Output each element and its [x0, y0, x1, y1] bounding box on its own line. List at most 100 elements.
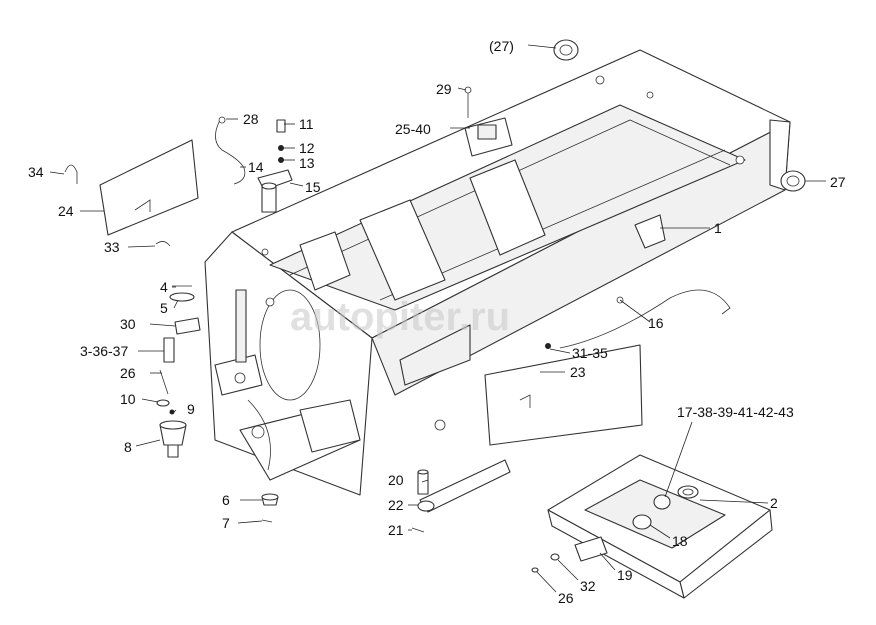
washer-12	[278, 145, 284, 151]
front-opening	[259, 289, 321, 401]
panel-slot	[519, 394, 531, 408]
callout-10: 10	[120, 391, 136, 407]
callout-31-35: 31-35	[572, 345, 608, 361]
rod-26	[159, 369, 169, 395]
callout-16: 16	[648, 315, 664, 331]
plate-30	[174, 317, 201, 335]
washer-10	[156, 399, 170, 407]
callout-7: 7	[222, 515, 230, 531]
harness-28	[215, 119, 246, 185]
pin-21	[411, 527, 425, 533]
pin-3	[163, 337, 175, 363]
callout-22: 22	[388, 497, 404, 513]
hydraulic-line	[247, 399, 271, 471]
tube-16	[559, 289, 731, 349]
block-19	[574, 536, 608, 562]
cross-member-2	[469, 159, 546, 256]
swing-frame	[547, 454, 773, 599]
callout-6: 6	[222, 492, 230, 508]
frame-hole	[646, 91, 654, 99]
callout-8: 8	[124, 439, 132, 455]
panel-23	[484, 344, 643, 446]
pin-20	[417, 471, 429, 495]
ball-9	[169, 409, 175, 415]
callout-labels: (27) 27 29 25-40 1 28 11 12 13 14 15 34 …	[28, 38, 846, 606]
cross-member-1	[359, 199, 446, 301]
callout-27: 27	[830, 174, 846, 190]
callout-26-left: 26	[120, 365, 136, 381]
pad-6-top	[261, 493, 279, 501]
line-fitting	[251, 425, 265, 439]
callout-27-parenthesized: (27)	[489, 38, 514, 54]
clip-34	[64, 164, 78, 184]
callout-33: 33	[104, 239, 120, 255]
eye-22	[417, 500, 435, 512]
callout-9: 9	[187, 401, 195, 417]
washer-32	[550, 553, 560, 561]
sleeve-15	[261, 185, 277, 213]
main-frame	[204, 49, 791, 496]
callout-21: 21	[388, 522, 404, 538]
callout-19: 19	[617, 567, 633, 583]
seal-27-upper-bore	[559, 44, 573, 56]
washer-26	[531, 567, 539, 573]
sleeve-top	[261, 182, 277, 190]
bushing-17	[653, 494, 671, 510]
callout-20: 20	[388, 472, 404, 488]
frame-hole	[434, 419, 446, 431]
lower-bracket	[299, 399, 361, 453]
callout-12: 12	[299, 140, 315, 156]
callout-11: 11	[299, 116, 314, 132]
washer-13	[278, 157, 284, 163]
callout-15: 15	[305, 179, 321, 195]
pivot-bore	[234, 372, 246, 384]
harness-connector	[218, 116, 226, 124]
hook-33	[155, 241, 171, 247]
bushing-5	[169, 292, 195, 302]
callout-3-36-37: 3-36-37	[80, 343, 128, 359]
swing-frame-front	[547, 509, 685, 599]
rear-end-plate	[769, 119, 791, 191]
frame-hole	[595, 75, 605, 85]
callout-18: 18	[672, 533, 688, 549]
side-cutout	[399, 324, 471, 386]
callout-30: 30	[120, 316, 136, 332]
cup-8-stem	[167, 444, 179, 458]
cover-plate-24	[99, 139, 199, 236]
cross-member-3	[299, 231, 351, 291]
callout-13: 13	[299, 155, 315, 171]
leader-lines	[49, 44, 826, 593]
side-lug	[634, 214, 666, 249]
callout-4: 4	[160, 279, 168, 295]
bracket-block	[477, 124, 497, 140]
frame-hole	[265, 297, 275, 307]
frame-hole	[261, 248, 269, 256]
bolt-11	[276, 119, 286, 133]
callout-25-40: 25-40	[395, 121, 431, 137]
swing-bore-inner	[682, 488, 694, 496]
callout-32: 32	[580, 578, 596, 594]
callout-23: 23	[570, 364, 586, 380]
swing-frame-opening	[584, 479, 726, 549]
watermark-text: autopiter.ru	[290, 295, 510, 339]
callout-34: 34	[28, 164, 44, 180]
bracket-25-40	[464, 117, 513, 157]
pin-20-top	[417, 469, 429, 475]
callout-2: 2	[770, 495, 778, 511]
callout-26-right: 26	[558, 590, 574, 606]
callout-29: 29	[436, 81, 452, 97]
fitting-31-35	[545, 343, 551, 349]
bushing-18	[632, 514, 652, 530]
callout-28: 28	[243, 111, 259, 127]
seal-27-lower-bore	[786, 175, 800, 187]
callout-24: 24	[58, 203, 74, 219]
cup-8-rim	[159, 420, 187, 430]
cover-slot	[134, 199, 151, 212]
callout-14: 14	[248, 159, 264, 175]
callout-1: 1	[714, 220, 722, 236]
frame-hole	[735, 155, 745, 165]
pin-7	[261, 519, 273, 523]
callout-17-38-39-41-42-43: 17-38-39-41-42-43	[677, 404, 794, 420]
